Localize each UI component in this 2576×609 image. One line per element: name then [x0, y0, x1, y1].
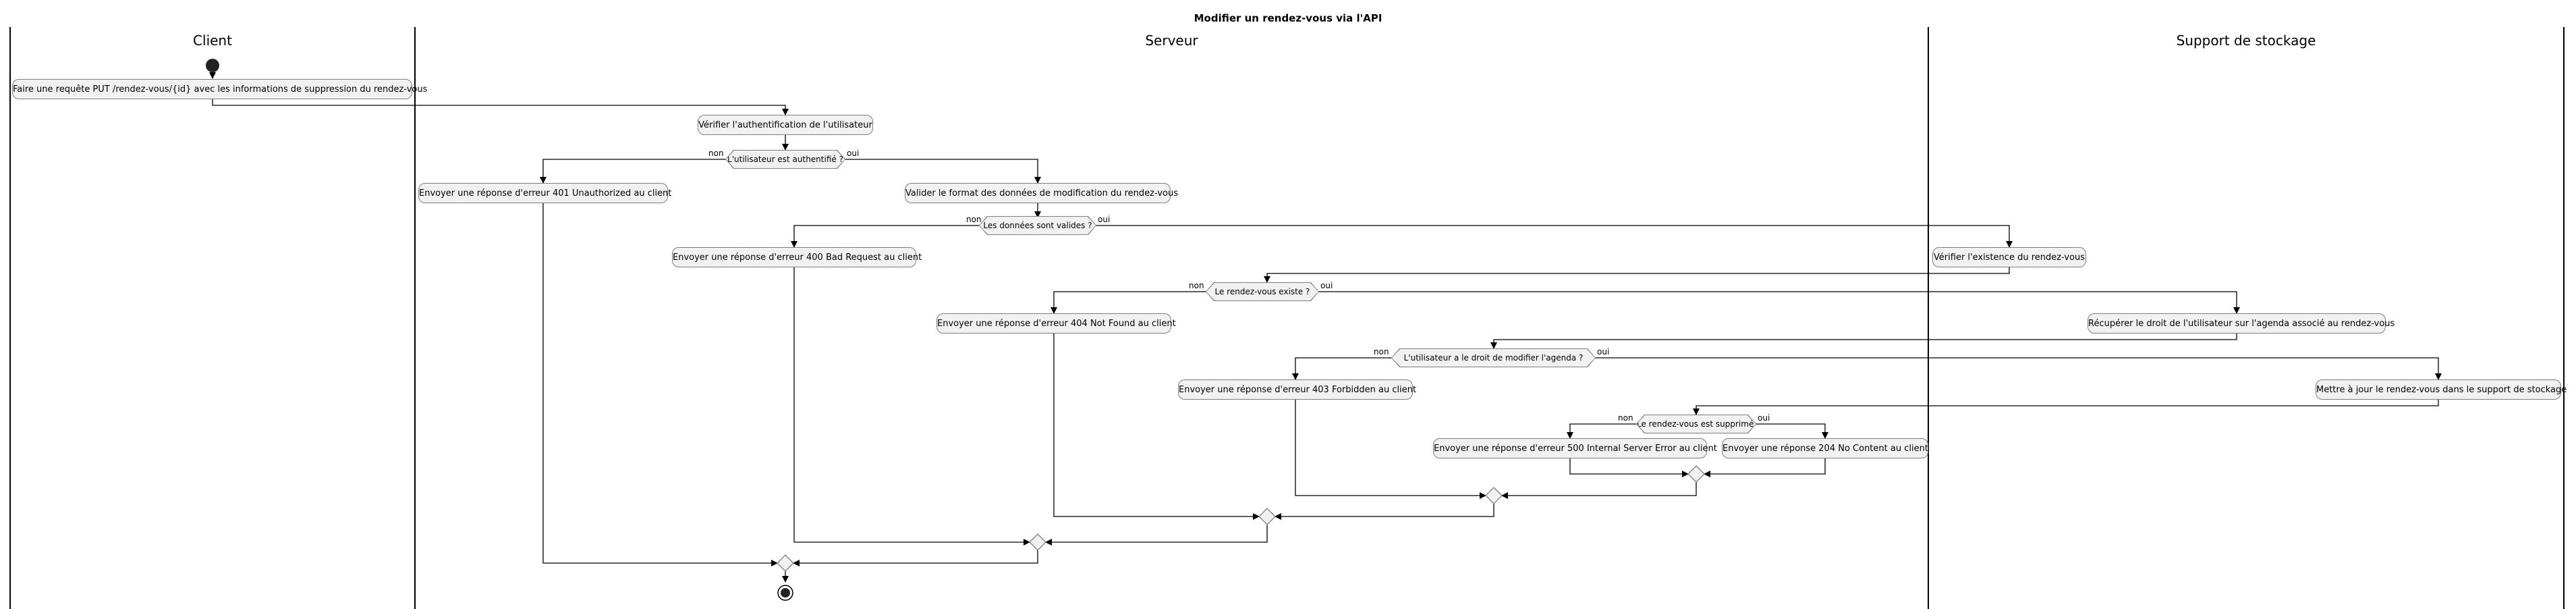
- merge-node-4: [1485, 487, 1503, 504]
- action-send-500: Envoyer une réponse d'erreur 500 Interna…: [1433, 438, 1717, 458]
- action-fetch-rights: Récupérer le droit de l'utilisateur sur …: [2088, 313, 2395, 334]
- decision-appointment-deleted: Le rendez-vous est supprimé ?: [1637, 415, 1756, 433]
- merge-node-1: [777, 554, 794, 572]
- action-validate-data: Valider le format des données de modific…: [905, 183, 1178, 203]
- action-send-404: Envoyer une réponse d'erreur 404 Not Fou…: [936, 313, 1176, 334]
- action-update-appointment: Mettre à jour le rendez-vous dans le sup…: [2316, 379, 2567, 400]
- swimlane-separators: [9, 27, 2565, 609]
- action-send-put-request: Faire une requête PUT /rendez-vous/{id} …: [12, 79, 427, 99]
- diagram-title: Modifier un rendez-vous via l'API: [1194, 12, 1382, 24]
- branch-label-yes: oui: [1758, 413, 1770, 423]
- branch-label-no: non: [966, 215, 982, 224]
- branch-label-yes: oui: [847, 149, 860, 158]
- lane-storage-title: Support de stockage: [2176, 32, 2316, 49]
- action-send-400: Envoyer une réponse d'erreur 400 Bad Req…: [672, 247, 922, 267]
- merge-node-5: [1687, 465, 1705, 483]
- branch-label-no: non: [1618, 413, 1633, 423]
- action-check-existence: Vérifier l'existence du rendez-vous: [1932, 247, 2086, 267]
- branch-label-yes: oui: [1098, 215, 1111, 224]
- decision-authenticated: L'utilisateur est authentifié ?: [726, 151, 845, 168]
- branch-label-yes: oui: [1597, 347, 1610, 356]
- branch-label-yes: oui: [1320, 281, 1333, 290]
- decision-appointment-exists: Le rendez-vous existe ?: [1206, 283, 1318, 300]
- branch-label-no: non: [708, 149, 724, 158]
- branch-label-no: non: [1374, 347, 1389, 356]
- action-send-403: Envoyer une réponse d'erreur 403 Forbidd…: [1178, 379, 1416, 400]
- lane-client-title: Client: [193, 32, 232, 49]
- start-node: [206, 59, 219, 72]
- decision-data-valid: Les données sont valides ?: [980, 217, 1096, 234]
- branch-label-no: non: [1189, 281, 1204, 290]
- action-send-204: Envoyer une réponse 204 No Content au cl…: [1722, 438, 1928, 458]
- merge-node-3: [1258, 508, 1276, 525]
- lane-server-title: Serveur: [1145, 32, 1198, 49]
- action-check-authentication: Vérifier l'authentification de l'utilisa…: [698, 115, 873, 135]
- decision-user-has-right: L'utilisateur a le droit de modifier l'a…: [1392, 349, 1595, 367]
- action-send-401: Envoyer une réponse d'erreur 401 Unautho…: [418, 183, 671, 203]
- end-node: [777, 585, 793, 601]
- merge-node-2: [1029, 533, 1046, 551]
